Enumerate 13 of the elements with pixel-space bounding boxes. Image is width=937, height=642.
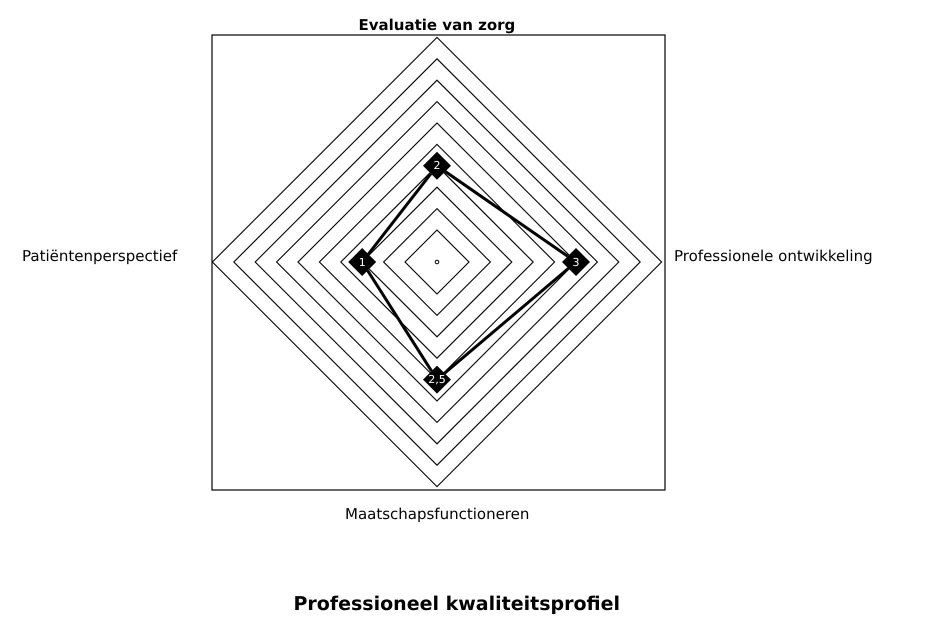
axis-label: Patiëntenperspectief — [22, 247, 178, 265]
axis-label: Evaluatie van zorg — [358, 16, 516, 34]
profile-line — [367, 172, 432, 256]
caption: Professioneel kwaliteitsprofiel — [294, 593, 620, 615]
value-marker: 1 — [348, 248, 376, 276]
value-marker: 3 — [562, 248, 590, 276]
profile-line — [444, 267, 570, 374]
value-marker: 2,5 — [423, 366, 451, 394]
axis-label: Professionele ontwikkeling — [674, 247, 873, 265]
axis-label: Maatschapsfunctioneren — [345, 505, 530, 523]
profile-line — [366, 270, 433, 372]
value-marker: 2 — [423, 152, 451, 180]
profile-line — [444, 170, 569, 258]
